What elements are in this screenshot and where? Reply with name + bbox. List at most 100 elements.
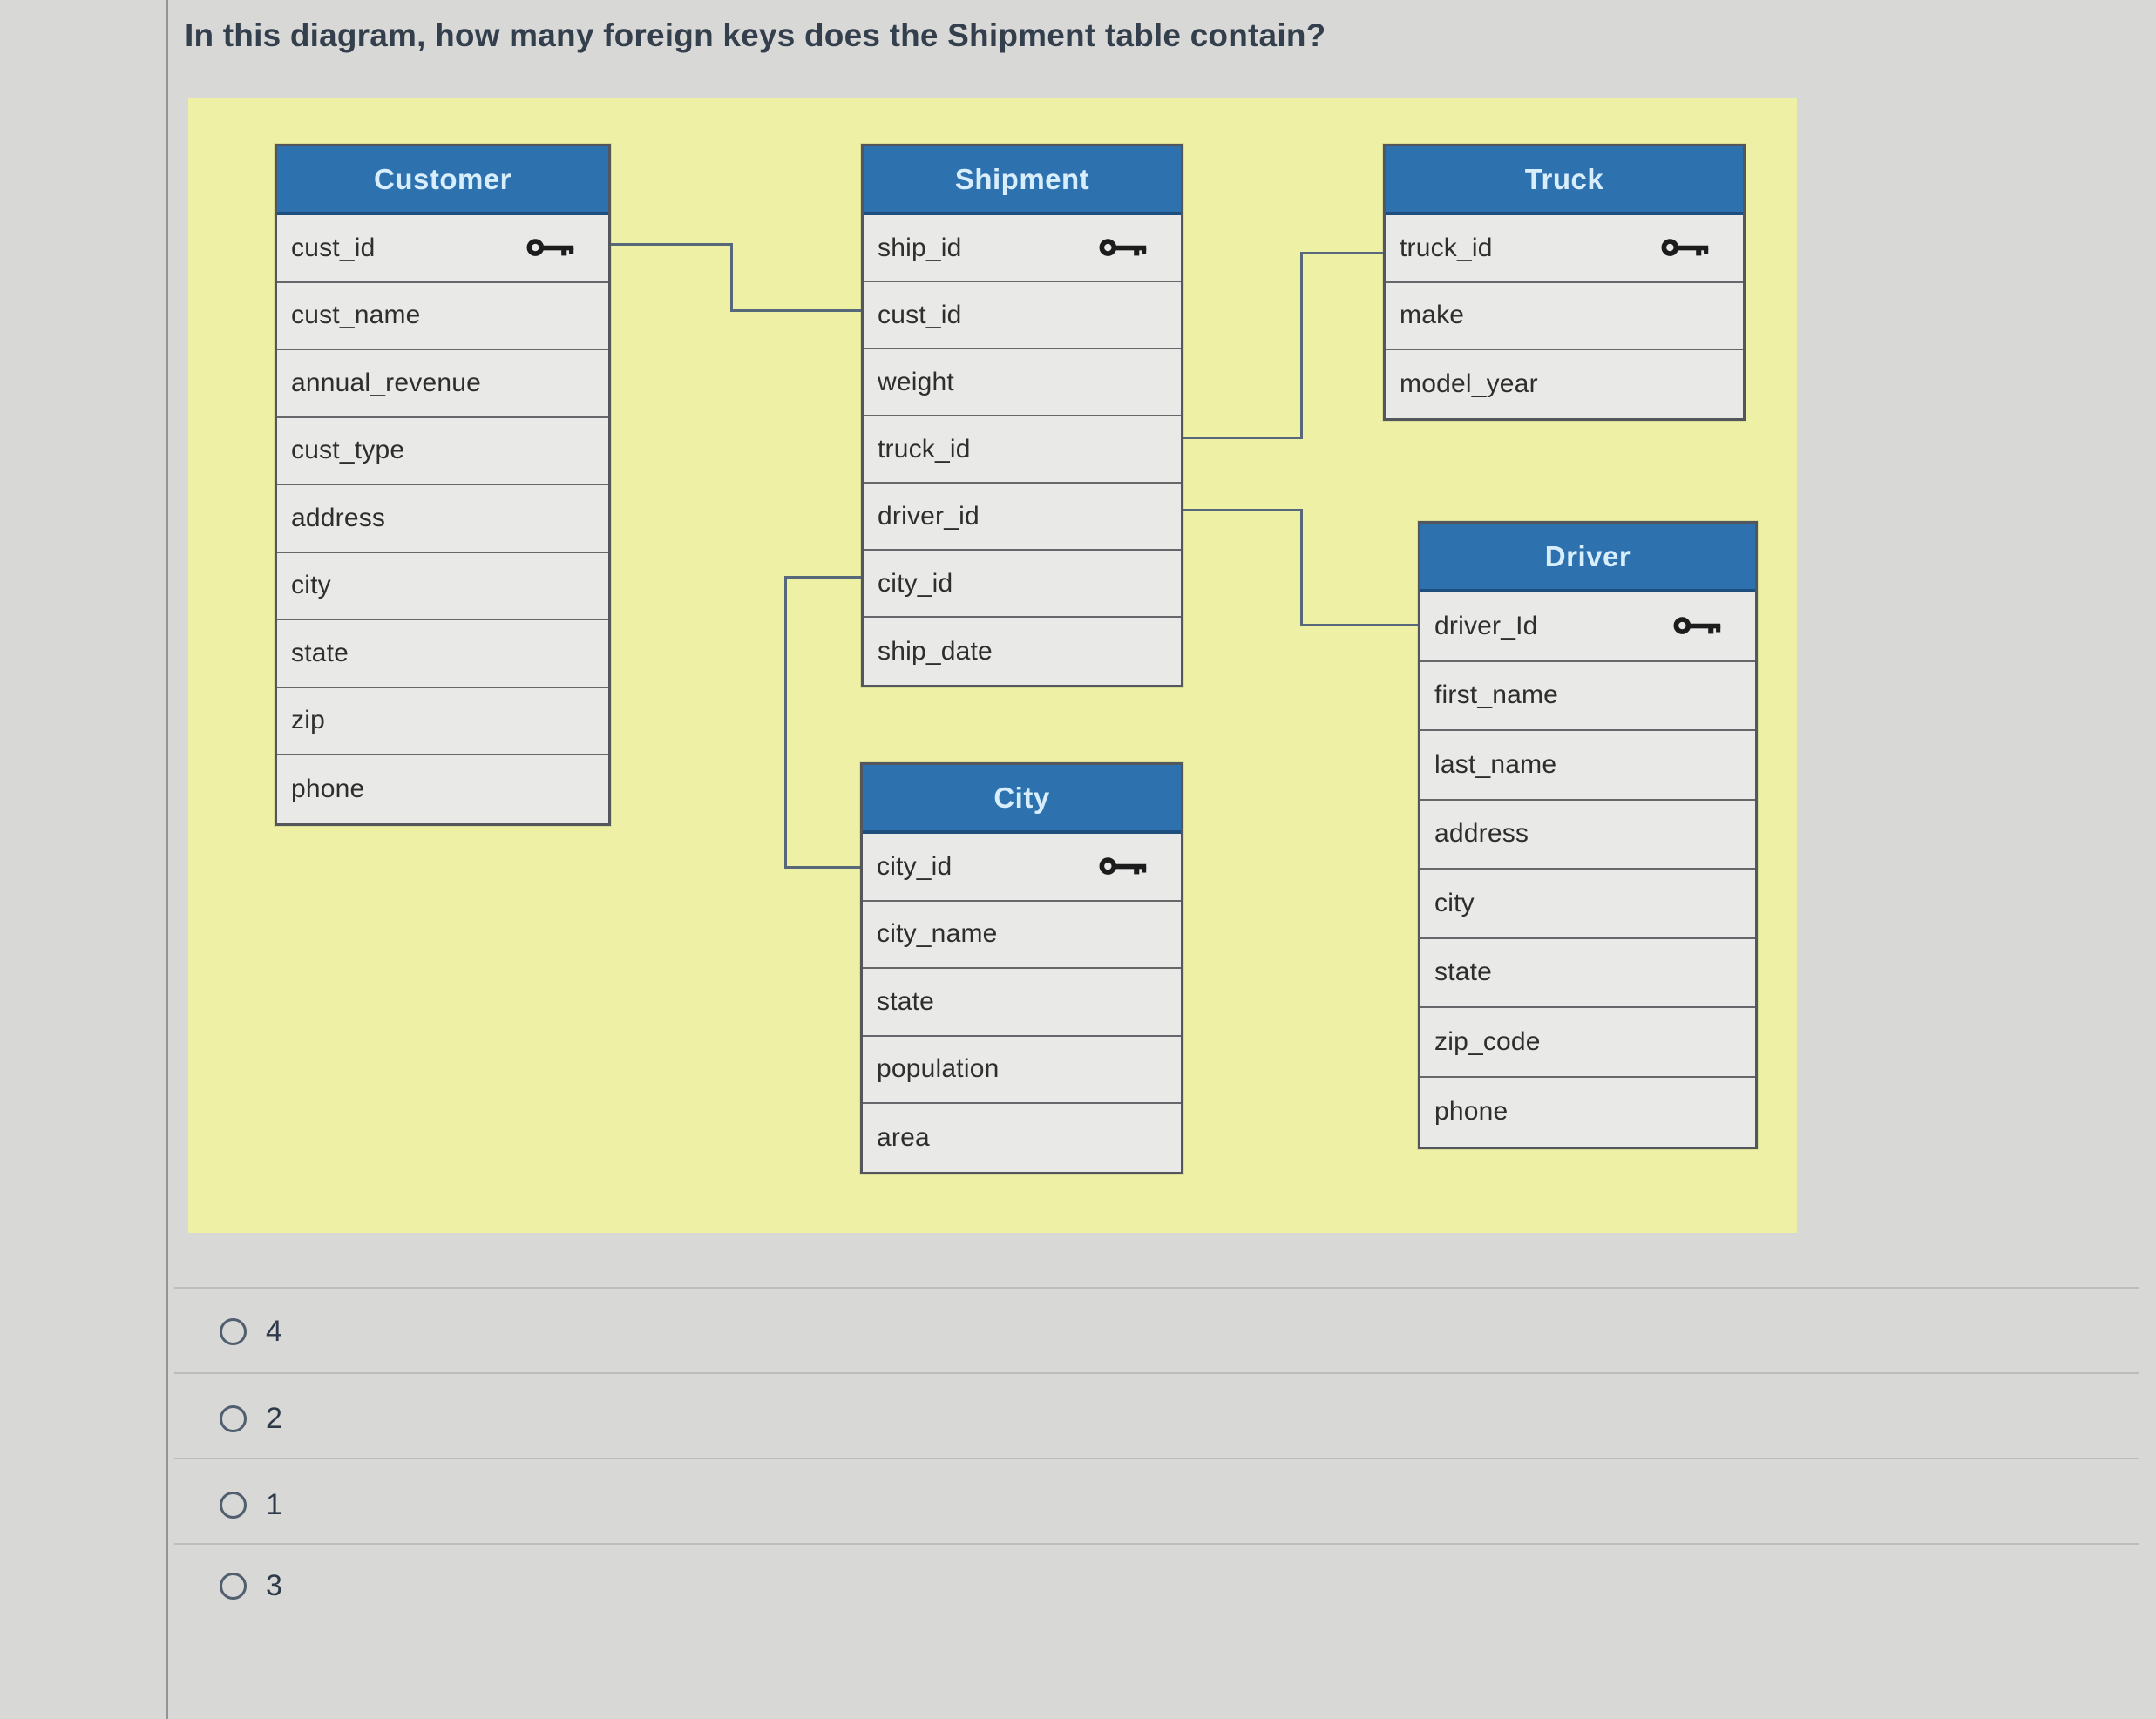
table-row: phone xyxy=(277,755,608,823)
primary-key-icon xyxy=(1099,238,1147,256)
field-name: truck_id xyxy=(878,434,971,464)
answer-option: 1 xyxy=(220,1487,282,1522)
table-row: ship_date xyxy=(864,618,1181,685)
relationship-shipment-driver xyxy=(1300,624,1418,626)
page-edge-divider xyxy=(166,0,168,1719)
field-name: ship_id xyxy=(878,233,962,262)
answer-divider xyxy=(174,1458,2139,1459)
relationship-shipment-truck xyxy=(1300,252,1303,439)
field-name: state xyxy=(291,638,349,667)
field-name: address xyxy=(291,503,386,532)
table-row: address xyxy=(277,485,608,553)
field-name: state xyxy=(877,986,935,1016)
table-row: city_name xyxy=(863,901,1181,969)
table-row: state xyxy=(863,969,1181,1037)
table-header: Customer xyxy=(277,146,608,215)
field-name: last_name xyxy=(1434,749,1557,779)
table-row: phone xyxy=(1420,1077,1755,1147)
table-row: model_year xyxy=(1386,350,1743,418)
table-row: ship_id xyxy=(864,215,1181,282)
table-row: state xyxy=(277,620,608,688)
table-row: population xyxy=(863,1036,1181,1104)
field-name: cust_id xyxy=(878,300,962,329)
table-row: address xyxy=(1420,800,1755,870)
field-name: cust_type xyxy=(291,436,405,465)
field-name: model_year xyxy=(1400,369,1538,398)
field-name: zip_code xyxy=(1434,1026,1541,1056)
primary-key-icon xyxy=(526,239,574,256)
field-name: city_id xyxy=(878,568,953,598)
relationship-shipment-city xyxy=(784,866,860,869)
answer-option: 4 xyxy=(220,1314,282,1349)
radio-button[interactable] xyxy=(220,1491,247,1519)
field-name: first_name xyxy=(1434,680,1559,710)
field-name: annual_revenue xyxy=(291,368,481,397)
option-label: 4 xyxy=(266,1314,282,1348)
table-header: Truck xyxy=(1386,146,1743,215)
table-row: driver_Id xyxy=(1420,592,1755,662)
relationship-customer-shipment xyxy=(730,243,733,312)
table-row: area xyxy=(863,1104,1181,1172)
relationship-shipment-city xyxy=(784,576,861,579)
option-label: 2 xyxy=(266,1401,282,1435)
table-row: cust_name xyxy=(277,282,608,350)
radio-button[interactable] xyxy=(220,1317,247,1345)
radio-button[interactable] xyxy=(220,1572,247,1600)
table-row: weight xyxy=(864,349,1181,416)
table-row: last_name xyxy=(1420,731,1755,801)
relationship-shipment-driver xyxy=(1300,509,1303,626)
relationship-shipment-truck xyxy=(1300,252,1383,254)
relationship-shipment-driver xyxy=(1183,509,1303,511)
field-name: phone xyxy=(1434,1097,1509,1127)
table-row: truck_id xyxy=(864,416,1181,484)
relationship-customer-shipment xyxy=(611,243,733,246)
table-row: city xyxy=(277,552,608,620)
table-row: city xyxy=(1420,870,1755,939)
field-name: state xyxy=(1434,958,1493,987)
primary-key-icon xyxy=(1673,617,1721,634)
primary-key-icon xyxy=(1661,239,1709,256)
answer-divider xyxy=(174,1543,2139,1545)
field-name: cust_name xyxy=(291,301,421,330)
table-row: city_id xyxy=(864,551,1181,618)
table-row: first_name xyxy=(1420,661,1755,731)
answer-divider xyxy=(174,1287,2139,1289)
table-header: City xyxy=(863,765,1181,834)
option-label: 3 xyxy=(266,1568,282,1602)
field-name: make xyxy=(1400,301,1465,330)
table-row: city_id xyxy=(863,834,1181,902)
table-row: cust_id xyxy=(864,282,1181,349)
table-header: Shipment xyxy=(864,146,1181,215)
field-name: city_id xyxy=(877,851,953,881)
relationship-customer-shipment xyxy=(730,309,861,312)
field-name: cust_id xyxy=(291,233,376,262)
table-row: make xyxy=(1386,282,1743,350)
field-name: zip xyxy=(291,706,325,735)
field-name: city xyxy=(1434,888,1475,917)
field-name: city xyxy=(291,571,331,600)
table-row: zip_code xyxy=(1420,1008,1755,1078)
answer-option: 2 xyxy=(220,1401,282,1436)
option-label: 1 xyxy=(266,1487,282,1521)
field-name: phone xyxy=(291,774,365,803)
table-row: cust_id xyxy=(277,215,608,283)
primary-key-icon xyxy=(1099,857,1147,875)
table-row: driver_id xyxy=(864,484,1181,551)
radio-button[interactable] xyxy=(220,1404,247,1432)
table-row: truck_id xyxy=(1386,215,1743,283)
field-name: area xyxy=(877,1122,930,1152)
field-name: population xyxy=(877,1054,1000,1084)
answer-divider xyxy=(174,1372,2139,1374)
answer-option: 3 xyxy=(220,1568,282,1603)
field-name: driver_id xyxy=(878,501,980,531)
table-row: cust_type xyxy=(277,417,608,485)
field-name: ship_date xyxy=(878,636,993,666)
